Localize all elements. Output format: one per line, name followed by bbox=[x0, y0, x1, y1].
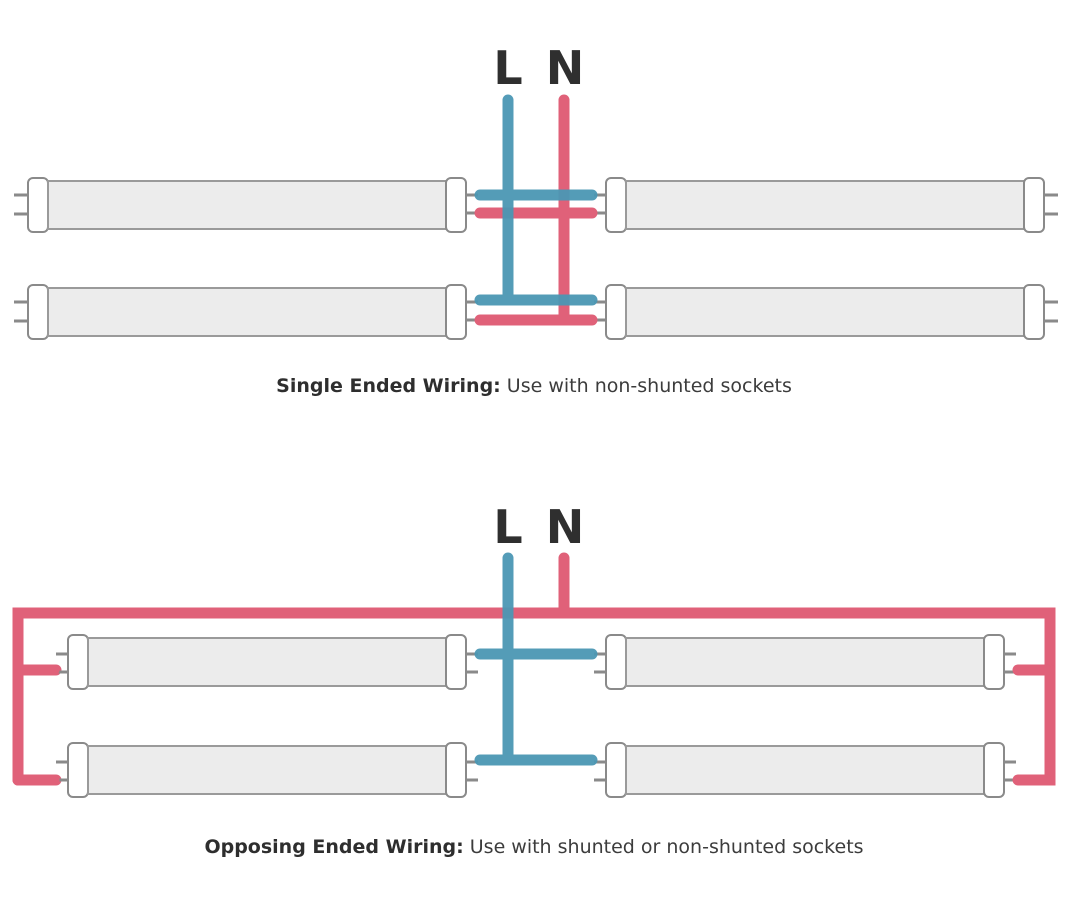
tube-top-left bbox=[14, 177, 467, 233]
tube-top-right bbox=[605, 177, 1058, 233]
single-ended-caption: Single Ended Wiring: Use with non-shunte… bbox=[0, 375, 1068, 397]
tube-bottom-left bbox=[14, 284, 467, 340]
caption-title: Opposing Ended Wiring: bbox=[204, 836, 464, 858]
terminal-live-label: L bbox=[493, 500, 522, 554]
live-wire-2 bbox=[474, 552, 598, 766]
live-wire-1 bbox=[474, 94, 598, 306]
tube-2-top-right bbox=[605, 634, 1005, 690]
neutral-stubs-2 bbox=[16, 664, 1052, 786]
terminal-neutral-label: N bbox=[546, 500, 585, 554]
tube-2-bottom-left bbox=[67, 742, 467, 798]
tube-bottom-right bbox=[605, 284, 1058, 340]
neutral-wire-1 bbox=[474, 94, 598, 326]
terminal-live-label: L bbox=[493, 41, 522, 95]
opposing-ended-caption: Opposing Ended Wiring: Use with shunted … bbox=[0, 836, 1068, 858]
tube-2-bottom-right bbox=[605, 742, 1005, 798]
opposing-ended-diagram: L N bbox=[12, 500, 1056, 798]
tube-2-top-left bbox=[67, 634, 467, 690]
terminal-neutral-label: N bbox=[546, 41, 585, 95]
pins-2 bbox=[56, 652, 1016, 782]
caption-title: Single Ended Wiring: bbox=[276, 375, 501, 397]
caption-text: Use with shunted or non-shunted sockets bbox=[463, 836, 864, 858]
caption-text: Use with non-shunted sockets bbox=[500, 375, 792, 397]
single-ended-diagram: L N bbox=[14, 41, 1058, 340]
